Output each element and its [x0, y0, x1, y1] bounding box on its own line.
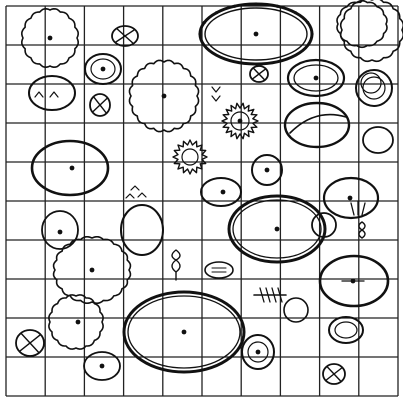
tick-dot	[310, 32, 313, 35]
center-dot	[256, 350, 261, 355]
split-oval-icon	[290, 115, 346, 133]
center-dot	[70, 166, 75, 171]
tick-dot	[215, 11, 218, 14]
double-ring-icon	[363, 77, 385, 99]
center-dot	[348, 196, 353, 201]
shapes-layer	[16, 0, 403, 384]
double-ring-icon	[335, 322, 357, 338]
center-dot	[314, 76, 319, 81]
tick-dot	[294, 11, 297, 14]
center-dot	[265, 168, 270, 173]
center-dot	[275, 227, 280, 232]
crossed-circle-icon	[254, 68, 265, 79]
scalloped-circle-icon	[341, 0, 403, 61]
center-dot	[48, 36, 53, 41]
center-dot	[221, 190, 226, 195]
hatched-oval-icon	[205, 262, 233, 278]
split-oval-icon	[285, 103, 349, 147]
crossed-circle-icon	[327, 367, 340, 381]
crossed-circle-icon	[94, 97, 106, 112]
tick-dot	[198, 32, 201, 35]
double-ring-icon	[329, 317, 363, 343]
center-dot	[76, 320, 81, 325]
grid-lines	[6, 6, 398, 396]
leaf-icon	[172, 250, 180, 272]
caret-marks	[126, 186, 146, 198]
tick-dot	[203, 21, 206, 24]
grass-tuft-icon	[351, 201, 365, 215]
double-ring-icon	[356, 70, 392, 106]
caret-marks	[35, 92, 58, 97]
center-dot	[162, 94, 167, 99]
center-dot	[182, 330, 187, 335]
center-dot	[254, 32, 259, 37]
center-dot	[100, 364, 105, 369]
ellipse-with-dot-icon	[29, 76, 75, 110]
tick-dot	[276, 5, 279, 8]
crossed-circle-icon	[117, 29, 133, 43]
tick-dot	[254, 2, 257, 5]
tick-dot	[233, 5, 236, 8]
center-dot	[58, 230, 63, 235]
ellipse-with-dot-icon	[121, 205, 163, 255]
center-dot	[238, 119, 243, 124]
crossed-circle-icon	[22, 334, 39, 352]
center-dot	[101, 67, 106, 72]
chevron-marks	[212, 87, 220, 101]
center-dot	[90, 268, 95, 273]
leaf-icon	[359, 222, 365, 238]
scalloped-circle-icon	[337, 1, 387, 48]
double-ring-icon	[363, 127, 393, 153]
tick-dot	[306, 21, 309, 24]
